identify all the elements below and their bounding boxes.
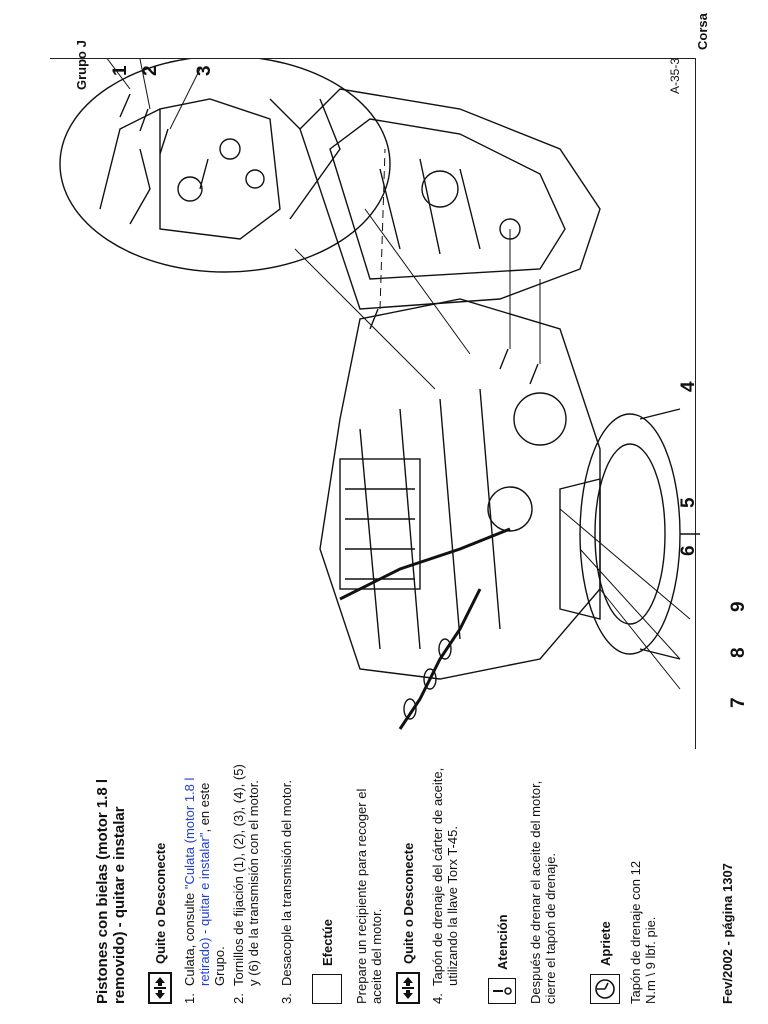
tighten-torque-icon bbox=[590, 974, 620, 1004]
section-label: Efectúe bbox=[319, 919, 335, 966]
page-title: Pistones con bielas (motor 1.8 l removid… bbox=[94, 778, 128, 1004]
section-label: Apriete bbox=[597, 921, 613, 966]
tighten-text: Tapón de drenaje con 12 N.m \ 9 lbf. pie… bbox=[628, 860, 658, 1004]
callout-7: 7 bbox=[728, 697, 749, 708]
step-3: 3. Desacople la transmisión del motor. bbox=[279, 780, 294, 1004]
section-label: Quite o Desconecte bbox=[400, 842, 416, 964]
page-footer: Fev/2002 - página 1307 bbox=[720, 863, 735, 1004]
perform-box-icon bbox=[312, 974, 342, 1004]
callout-4: 4 bbox=[678, 381, 699, 392]
section-remove-1: Quite o Desconecte bbox=[148, 843, 172, 1004]
callout-9: 9 bbox=[728, 601, 749, 612]
step-4: 4. Tapón de drenaje del cárter de aceite… bbox=[430, 767, 460, 1004]
callout-6: 6 bbox=[678, 545, 699, 556]
perform-text: Prepare un recipiente para recoger el ac… bbox=[354, 788, 384, 1004]
callout-1: 1 bbox=[110, 65, 131, 76]
section-perform: Efectúe bbox=[312, 919, 342, 1004]
callout-3: 3 bbox=[194, 65, 215, 76]
callout-2: 2 bbox=[140, 65, 161, 76]
remove-disconnect-icon bbox=[148, 972, 172, 1004]
section-label: Atención bbox=[494, 914, 510, 970]
section-label: Quite o Desconecte bbox=[152, 842, 168, 964]
detail-inset-circle bbox=[59, 59, 391, 273]
remove-disconnect-icon bbox=[396, 972, 420, 1004]
model-label: Corsa bbox=[695, 13, 710, 50]
callout-5: 5 bbox=[678, 497, 699, 508]
step-2: 2. Tornillos de fijación (1), (2), (3), … bbox=[231, 764, 261, 1004]
step-1: 1. Culata, consulte "Culata (motor 1.8 l… bbox=[182, 777, 227, 1004]
section-tighten: Apriete bbox=[590, 921, 620, 1004]
section-attention: Atención bbox=[488, 914, 516, 1004]
engine-transmission-illustration bbox=[59, 59, 700, 730]
section-remove-2: Quite o Desconecte bbox=[396, 843, 420, 1004]
callout-8: 8 bbox=[728, 647, 749, 658]
attention-text: Después de drenar el aceite del motor, c… bbox=[528, 780, 558, 1004]
attention-icon bbox=[488, 978, 516, 1004]
